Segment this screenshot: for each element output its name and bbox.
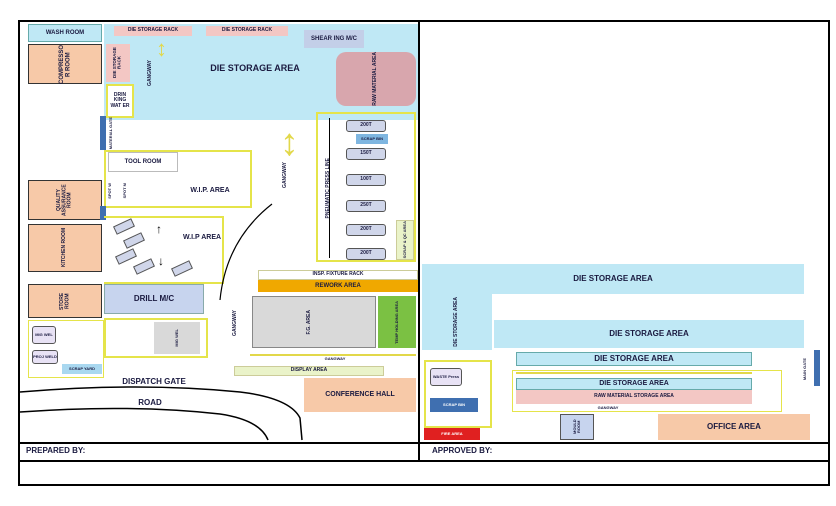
die-storage-right-4: DIE STORAGE AREA (516, 378, 752, 390)
mig-weld-machine: MIG WEL (32, 326, 56, 344)
die-storage-right-2: DIE STORAGE AREA (494, 320, 804, 348)
temp-holding-area-label: TEMP HOLDING AREA (393, 300, 399, 344)
gangway-horizontal-arrow-icon (250, 354, 416, 356)
spot-weld-machine-label: SPOT W (106, 183, 112, 199)
prepared-by-label: PREPARED BY: (26, 446, 86, 455)
press-150t: 150T (346, 148, 386, 160)
compressor-room: COMPRESSO R ROOM (28, 44, 102, 84)
press-250t: 250T (346, 200, 386, 212)
raw-material-area: RAW MATERIAL AREA (336, 52, 416, 106)
gangway-right-arrow (516, 372, 752, 374)
office-area: OFFICE AREA (658, 414, 810, 440)
road-lines (20, 386, 303, 441)
fire-area: FIRE AREA (424, 428, 480, 440)
machine-bay-box (104, 318, 208, 358)
die-storage-vertical: DIE STORAGE AREA (422, 294, 492, 350)
spot-machine: SPOT M (118, 176, 132, 206)
wip-area-2: W.I.P AREA (182, 234, 222, 242)
die-storage-rack-2: DIE STORAGE RACK (206, 26, 288, 36)
waste-press: WASTE Press (430, 368, 462, 386)
dispatch-gate: DISPATCH GATE (122, 376, 186, 386)
drill-machine: DRILL M/C (104, 284, 204, 314)
raw-material-area-label: RAW MATERIAL AREA (372, 52, 379, 106)
die-storage-vertical-label: DIE STORAGE AREA (453, 297, 460, 347)
rework-area: REWORK AREA (258, 280, 418, 292)
temp-holding-area: TEMP HOLDING AREA (378, 296, 416, 348)
press-200t-2: 200T (346, 224, 386, 236)
tool-room: TOOL ROOM (108, 152, 178, 172)
gangway-bottom-right: GANGWAY (597, 404, 619, 410)
press-200t-1: 200T (346, 120, 386, 132)
conference-hall: CONFERENCE HALL (304, 378, 416, 412)
projection-weld-machine: PROJ WELD (32, 350, 58, 364)
compressor-room-label: COMPRESSO R ROOM (58, 44, 71, 84)
fg-area-box (252, 296, 376, 348)
die-storage-rack-vertical: DIE STORAGE RACK (106, 44, 130, 82)
store-room-label: STORE ROOM (58, 292, 70, 310)
wip-area-1-box (104, 150, 252, 208)
qa-door (100, 206, 106, 220)
wip-area-2-box (104, 216, 224, 284)
die-storage-area-top: DIE STORAGE AREA (210, 63, 300, 74)
mould-room: MOULD ROOM (560, 414, 594, 440)
scrap-bin: SCRAP BIN (430, 398, 478, 412)
inspection-fixture-rack: INSP. FIXTURE RACK (258, 270, 418, 280)
fg-area: F.G. AREA (300, 300, 320, 344)
main-gate: MAIN GATE (798, 352, 812, 386)
footer-line-top (20, 442, 828, 444)
quality-assurance-room: QUALITY ASSURANCE ROOM (28, 180, 102, 220)
press-200t-3: 200T (346, 248, 386, 260)
approved-by-label: APPROVED BY: (432, 446, 493, 455)
display-area: DISPLAY AREA (234, 366, 384, 376)
main-gate-label: MAIN GATE (801, 357, 807, 381)
material-gate: MATERIAL GATE (106, 116, 116, 150)
press-line-arrow (329, 118, 330, 258)
die-storage-right-3: DIE STORAGE AREA (516, 352, 752, 366)
center-divider (418, 22, 420, 460)
press-line-box (316, 112, 416, 262)
wip-area-1: W.I.P. AREA (190, 187, 230, 195)
fg-area-label: F.G. AREA (306, 309, 313, 335)
scrap-yard: SCRAP YARD (62, 364, 102, 374)
scrap-qc-area: SCRAP & QC AREA (396, 220, 414, 260)
down-arrow-icon: ↓ (158, 254, 164, 268)
weld-bay-box (28, 320, 104, 378)
press-scrap-bin: SCRAP BIN (356, 134, 388, 144)
drinking-water: DRIN KING WAT ER (106, 84, 134, 118)
rework-machine-area: MIG WEL (154, 322, 200, 354)
footer-line-bottom (20, 460, 828, 462)
road-label: ROAD (138, 397, 162, 407)
up-arrow-icon: ↑ (156, 222, 162, 236)
quality-assurance-room-label: QUALITY ASSURANCE ROOM (56, 184, 73, 216)
raw-material-storage: RAW MATERIAL STORAGE AREA (516, 390, 752, 404)
gangway-vertical-label: GANGWAY (232, 310, 239, 336)
kitchen-room: KITCHEN ROOM (28, 224, 102, 272)
material-gate-label: MATERIAL GATE (107, 116, 113, 150)
die-storage-rack-vertical-label: DIE STORAGE RACK (112, 47, 122, 79)
spot-weld-machine: SPOT W (104, 176, 116, 206)
spot-machine-label: SPOT M (121, 183, 127, 199)
die-storage-right-1: DIE STORAGE AREA (422, 264, 804, 294)
die-storage-rack-1: DIE STORAGE RACK (114, 26, 192, 36)
main-gate-door (814, 350, 820, 386)
gangway-center-arrow-icon: ↕ (280, 122, 299, 164)
gangway-top-arrow-icon: ↕ (156, 36, 167, 61)
gangway-center-label: GANGWAY (282, 162, 289, 188)
kitchen-room-label: KITCHEN ROOM (61, 228, 68, 268)
storage-bay-box (512, 370, 782, 412)
gangway-horizontal: GANGWAY (324, 355, 346, 361)
press-100t: 100T (346, 174, 386, 186)
scrap-qc-area-label: SCRAP & QC AREA (401, 221, 407, 259)
wash-room: WASH ROOM (28, 24, 102, 42)
scrap-area-box (424, 360, 492, 428)
shearing-machine: SHEAR ING M/C (304, 30, 364, 48)
mould-room-label: MOULD ROOM (571, 419, 581, 435)
material-gate-door (100, 116, 106, 150)
gangway-curve (219, 203, 273, 300)
gangway-top-label: GANGWAY (147, 60, 154, 86)
layout-frame (18, 20, 830, 486)
store-room: STORE ROOM (28, 284, 102, 318)
